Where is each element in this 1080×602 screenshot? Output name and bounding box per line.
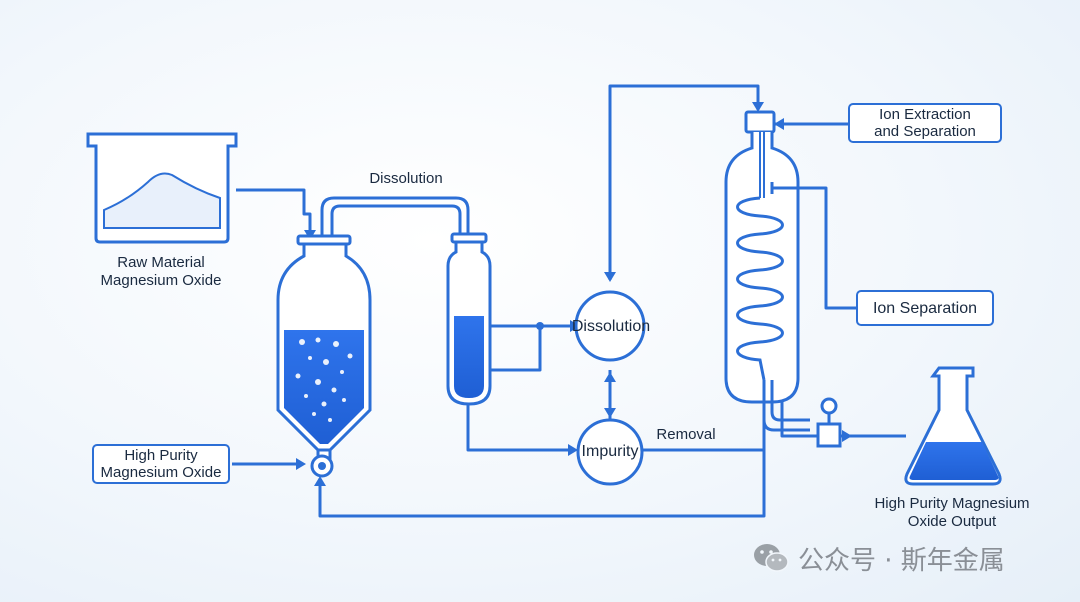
high-purity-input-box: High Purity Magnesium Oxide bbox=[92, 444, 230, 484]
separation-column bbox=[446, 232, 492, 406]
impurity-node-label: Impurity bbox=[581, 443, 639, 460]
wechat-icon bbox=[754, 544, 789, 572]
ion-extraction-line2: and Separation bbox=[874, 123, 976, 140]
watermark-text: 公众号 · 斯年金属 bbox=[798, 545, 1005, 576]
reactor-vessel bbox=[276, 234, 372, 478]
output-flask bbox=[904, 366, 1002, 486]
removal-label: Removal bbox=[656, 426, 716, 443]
raw-material-beaker bbox=[86, 132, 238, 244]
dissolution-top-label: Dissolution bbox=[369, 170, 443, 187]
dissolution-node-label: Dissolution bbox=[571, 318, 651, 335]
ion-extraction-line1: Ion Extraction bbox=[879, 106, 971, 123]
high-purity-input-line2: Magnesium Oxide bbox=[100, 464, 222, 481]
raw-material-label: Raw Material Magnesium Oxide bbox=[86, 254, 236, 290]
junction-dot bbox=[536, 322, 544, 330]
pipes bbox=[232, 84, 906, 518]
raw-material-label-line2: Magnesium Oxide bbox=[100, 272, 222, 289]
condenser-column bbox=[724, 110, 842, 448]
ion-separation-box: Ion Separation bbox=[856, 290, 994, 326]
impurity-node-circle bbox=[576, 418, 644, 486]
output-label: High Purity Magnesium Oxide Output bbox=[862, 495, 1042, 531]
dissolution-node-circle bbox=[574, 290, 646, 362]
output-label-line2: Oxide Output bbox=[907, 513, 997, 530]
output-label-line1: High Purity Magnesium bbox=[874, 495, 1030, 512]
ion-separation-text: Ion Separation bbox=[872, 299, 978, 317]
ion-extraction-box: Ion Extraction and Separation bbox=[848, 103, 1002, 143]
high-purity-input-line1: High Purity bbox=[124, 447, 198, 464]
raw-material-label-line1: Raw Material bbox=[117, 254, 205, 271]
watermark: 公众号 · 斯年金属 bbox=[752, 540, 1005, 576]
